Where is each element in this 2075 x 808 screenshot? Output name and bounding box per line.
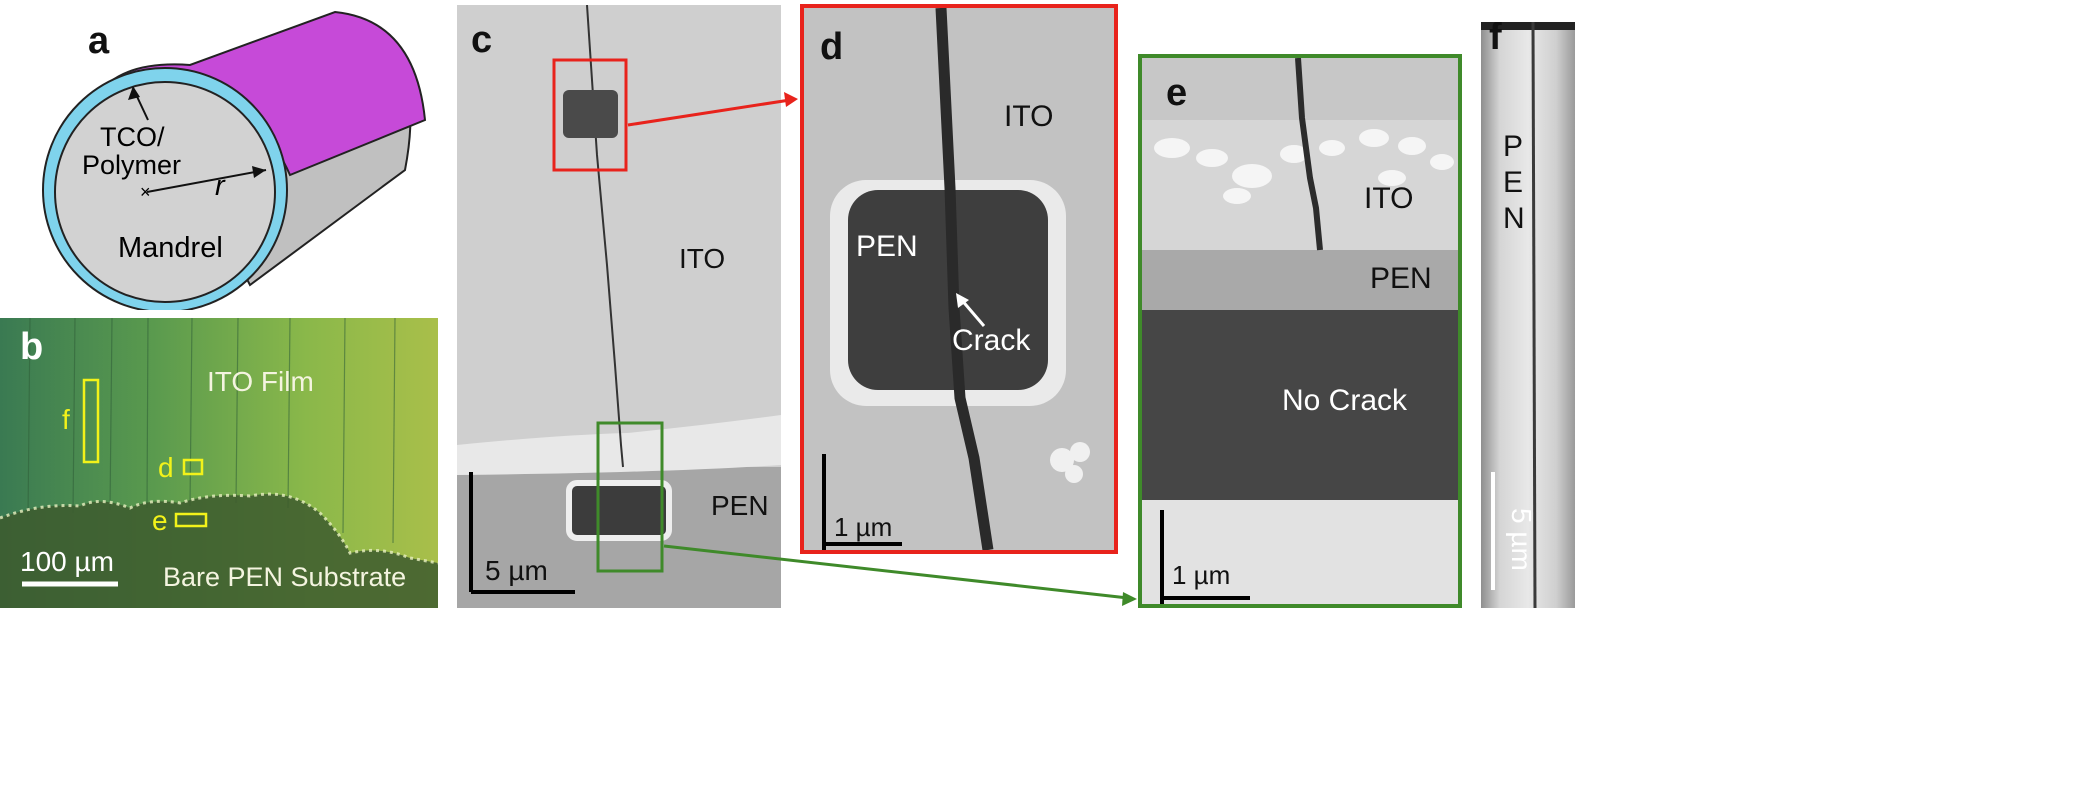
panel-d-ito-label: ITO (1004, 100, 1054, 133)
polymer-label: Polymer (82, 150, 182, 180)
mandrel-face (54, 81, 276, 303)
panel-a: × a TCO/ Polymer r Mandrel (0, 0, 440, 310)
mandrel-diagram: × (42, 10, 427, 310)
panel-f-sem: f P E N 5 µm (1481, 22, 1575, 608)
panel-c-sem: c ITO PEN 5 µm (457, 5, 781, 608)
panel-b-micrograph: b ITO Film f d e 100 µm Bare PEN Substra… (0, 318, 438, 608)
panel-d-crack-label: Crack (952, 324, 1031, 357)
marker-f-label: f (62, 404, 70, 435)
panel-e-nocrack-label: No Crack (1282, 384, 1408, 417)
marker-e (174, 512, 208, 528)
marker-e-label: e (152, 505, 168, 536)
panel-letter-e: e (1166, 72, 1188, 114)
scale-bar-b-label: 100 µm (20, 546, 114, 577)
panel-f-n-label: N (1503, 202, 1525, 235)
zoom-box-e (596, 421, 664, 573)
panel-letter-b: b (20, 326, 44, 368)
panel-e-drawing (1142, 58, 1458, 604)
panel-letter-c: c (471, 19, 493, 61)
panel-e-pen-label: PEN (1370, 262, 1432, 295)
panel-letter-f: f (1489, 22, 1502, 58)
panel-letter-d: d (820, 26, 844, 68)
mandrel-label: Mandrel (118, 232, 223, 264)
panel-d-sem: d ITO PEN Crack 1 µm (800, 4, 1118, 554)
panel-e-scale-label: 1 µm (1172, 560, 1231, 590)
panel-d-pen-label: PEN (856, 230, 918, 263)
panel-c-ito-label: ITO (679, 243, 726, 274)
marker-f (82, 378, 100, 464)
panel-f-e-label: E (1503, 166, 1524, 199)
marker-d-label: d (158, 452, 174, 483)
panel-f-p-label: P (1503, 130, 1524, 163)
zoom-box-d (552, 58, 628, 172)
panel-letter-a: a (88, 20, 110, 62)
svg-text:×: × (140, 182, 151, 202)
tco-label: TCO/ (100, 122, 165, 152)
panel-c-pen-label: PEN (711, 490, 769, 521)
panel-f-drawing (1481, 22, 1575, 608)
crack-lines (0, 318, 438, 608)
radius-label: r (215, 170, 225, 202)
panel-f-scale-label: 5 µm (1506, 508, 1537, 571)
panel-e-ito-label: ITO (1364, 182, 1414, 215)
panel-e-sem: e ITO PEN No Crack 1 µm (1138, 54, 1462, 608)
panel-d-scale-label: 1 µm (834, 512, 893, 542)
panel-d-drawing (822, 8, 1090, 550)
substrate-label: Bare PEN Substrate (163, 562, 407, 592)
marker-d (182, 458, 204, 476)
panel-c-scale-label: 5 µm (485, 555, 548, 586)
ito-film-label: ITO Film (207, 366, 314, 397)
